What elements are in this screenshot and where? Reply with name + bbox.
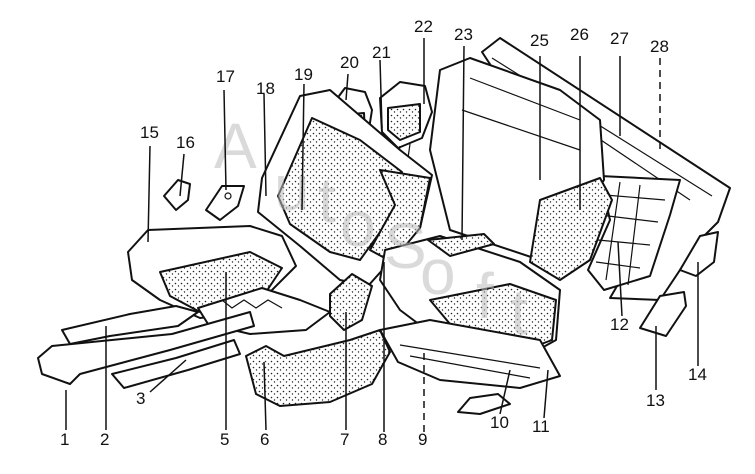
part-label-2: 2 (100, 430, 109, 449)
watermark-letter: A (214, 110, 257, 182)
side-trims (245, 273, 391, 407)
part-label-21: 21 (372, 43, 391, 62)
watermark-letter: o (340, 188, 376, 260)
watermark-letter: t (510, 276, 528, 348)
front-seat-back (257, 89, 433, 287)
part-label-26: 26 (570, 25, 589, 44)
part-label-11: 11 (532, 417, 550, 436)
seat-frames (37, 305, 561, 415)
brackets-hinges (163, 179, 719, 337)
part-label-7: 7 (340, 430, 349, 449)
leader-lines (65, 38, 699, 432)
watermark-letter: t (318, 164, 336, 236)
part-label-8: 8 (378, 430, 387, 449)
part-label-20: 20 (340, 53, 359, 72)
part-label-14: 14 (688, 365, 707, 384)
part-label-25: 25 (530, 31, 549, 50)
part-label-22: 22 (414, 17, 433, 36)
part-label-13: 13 (646, 391, 665, 410)
front-seat-cushion (127, 225, 331, 335)
part-label-9: 9 (418, 430, 427, 449)
part-label-28: 28 (650, 37, 669, 56)
part-label-12: 12 (610, 315, 629, 334)
part-label-18: 18 (256, 79, 275, 98)
watermark-letter: o (420, 236, 456, 308)
part-label-1: 1 (60, 430, 69, 449)
part-label-6: 6 (260, 430, 269, 449)
part-label-15: 15 (140, 123, 159, 142)
watermark-letter: f (476, 260, 494, 332)
part-label-17: 17 (216, 67, 235, 86)
part-label-10: 10 (490, 413, 509, 432)
watermark-letter: u (274, 152, 310, 224)
part-label-23: 23 (454, 25, 473, 44)
part-labels: 1 2 3 5 6 7 8 9 10 11 12 13 14 15 16 17 … (60, 17, 707, 449)
part-label-5: 5 (220, 430, 229, 449)
rear-back-cushion (429, 57, 613, 281)
watermark: A u t o S o f t (214, 110, 528, 348)
part-label-16: 16 (176, 133, 195, 152)
part-label-3: 3 (136, 389, 145, 408)
part-label-27: 27 (610, 29, 629, 48)
watermark-letter: S (384, 210, 427, 282)
part-label-19: 19 (294, 65, 313, 84)
